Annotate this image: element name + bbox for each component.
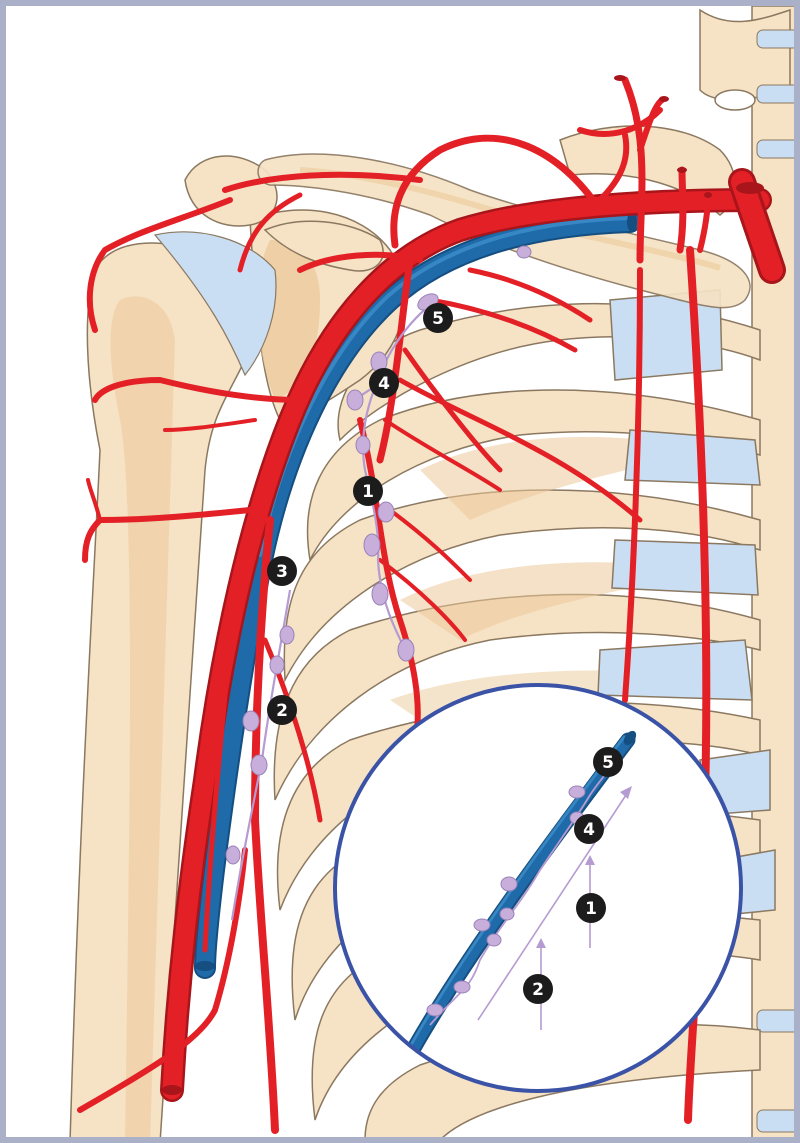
inset-marker-2: 2 [523, 974, 553, 1004]
marker-1-label: 1 [362, 482, 374, 502]
lymph-node [250, 754, 268, 776]
inset-ring [333, 683, 743, 1093]
lymph-node [269, 655, 285, 675]
marker-3: 3 [267, 556, 297, 586]
marker-3-label: 3 [276, 562, 288, 582]
inset-marker-4: 4 [574, 814, 604, 844]
marker-1: 1 [353, 476, 383, 506]
marker-4-label: 4 [378, 374, 390, 394]
marker-4: 4 [369, 368, 399, 398]
lymph-node [371, 582, 389, 606]
lymph-node [242, 710, 260, 732]
marker-5: 5 [423, 303, 453, 333]
inset-marker-2-label: 2 [532, 980, 544, 1000]
lymph-node [397, 638, 415, 662]
humerus [69, 231, 277, 1137]
lymph-node [363, 533, 381, 557]
marker-2-label: 2 [276, 701, 288, 721]
inset-marker-5-label: 5 [602, 753, 614, 773]
lymph-node [279, 625, 295, 645]
inset-marker-4-label: 4 [583, 820, 595, 840]
inset-marker-5: 5 [593, 747, 623, 777]
lymph-node [355, 435, 371, 455]
lymph-node [346, 389, 364, 411]
marker-2: 2 [267, 695, 297, 725]
lymph-node [377, 501, 395, 523]
inset-marker-1: 1 [576, 893, 606, 923]
inset-magnifier: 5 4 1 2 [333, 683, 743, 1093]
lymph-nodes [225, 245, 532, 865]
lymph-node [516, 245, 532, 259]
inset-marker-1-label: 1 [585, 899, 597, 919]
marker-5-label: 5 [432, 309, 444, 329]
lymph-node [225, 845, 241, 865]
arteries [77, 76, 786, 1134]
artery-cut-ends [162, 75, 764, 1095]
